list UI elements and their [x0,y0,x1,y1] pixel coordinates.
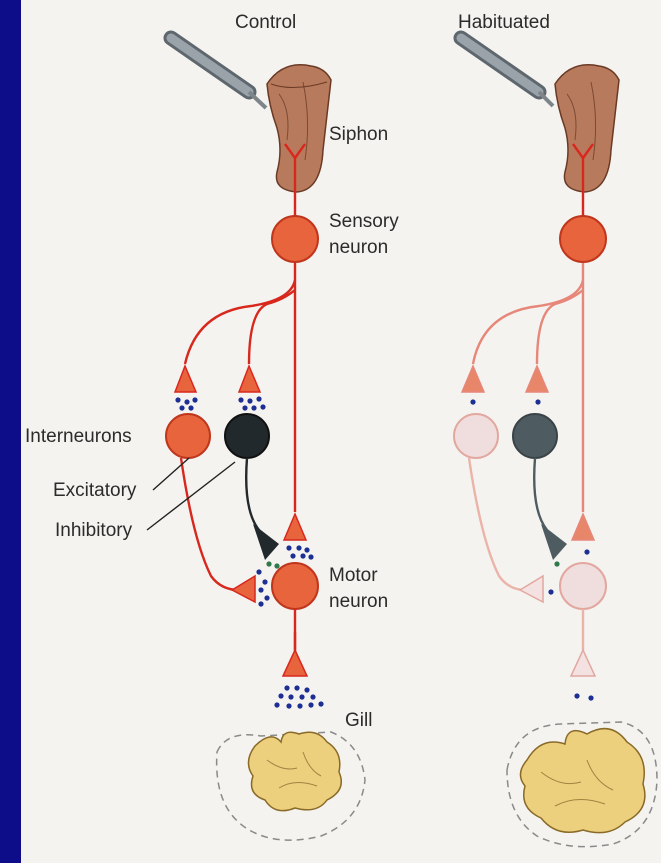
habituated-inhibitory-interneuron [513,414,557,458]
control-probe [171,38,266,108]
control-vesicles-gill [274,685,323,708]
habituated-motor-neuron [560,563,606,609]
habituated-vesicles-gill [574,693,593,700]
habituated-terminal-inhibitory [526,366,548,392]
control-sensory-neuron [272,216,318,262]
panel-title-habituated: Habituated [458,12,550,33]
habituation-diagram: Control Siphon Sensory neuron [21,0,661,863]
habituated-terminal-excitatory [462,366,484,392]
label-excitatory: Excitatory [53,480,137,501]
habituated-sensory-terminal [572,514,594,540]
label-interneurons: Interneurons [25,426,132,447]
control-gill [248,732,341,810]
control-excitatory-terminal [232,576,255,602]
control-motor-terminal [283,650,307,676]
control-vesicles-interneurons [175,396,265,410]
label-sensory-line1: Sensory [329,211,399,232]
control-excitatory-axon [181,458,239,590]
habituated-inhibitory-axon [534,458,547,530]
control-motor-neuron [272,563,318,609]
control-sensory-terminal [284,514,306,540]
label-inhibitory: Inhibitory [55,520,133,541]
habituated-gill [520,729,644,833]
panel-title-control: Control [235,12,296,33]
habituated-vesicles-interneurons [470,399,540,404]
habituated-sensory-neuron [560,216,606,262]
label-motor-line1: Motor [329,565,378,586]
diagram-canvas: Control Siphon Sensory neuron [21,0,661,863]
label-sensory-line2: neuron [329,237,388,258]
control-vesicles-inhibitory [266,561,279,568]
label-siphon: Siphon [329,124,388,145]
control-inhibitory-interneuron [225,414,269,458]
control-inhibitory-terminal [253,524,279,560]
control-panel: Control Siphon Sensory neuron [25,12,399,840]
left-border-stripe [0,0,21,863]
habituated-siphon [555,65,619,192]
habituated-excitatory-terminal [520,576,543,602]
leader-inhibitory [147,462,235,530]
habituated-panel: Habituated [454,12,657,847]
label-gill: Gill [345,710,372,731]
control-terminal-inhibitory [239,366,260,392]
habituated-inhibitory-terminal [541,524,567,560]
control-siphon [267,65,331,192]
habituated-excitatory-axon [469,458,525,590]
control-excitatory-interneuron [166,414,210,458]
control-terminal-excitatory [175,366,196,392]
habituated-motor-terminal [571,650,595,676]
label-motor-line2: neuron [329,591,388,612]
habituated-excitatory-interneuron [454,414,498,458]
control-inhibitory-axon [246,458,259,530]
habituated-probe [461,38,553,106]
